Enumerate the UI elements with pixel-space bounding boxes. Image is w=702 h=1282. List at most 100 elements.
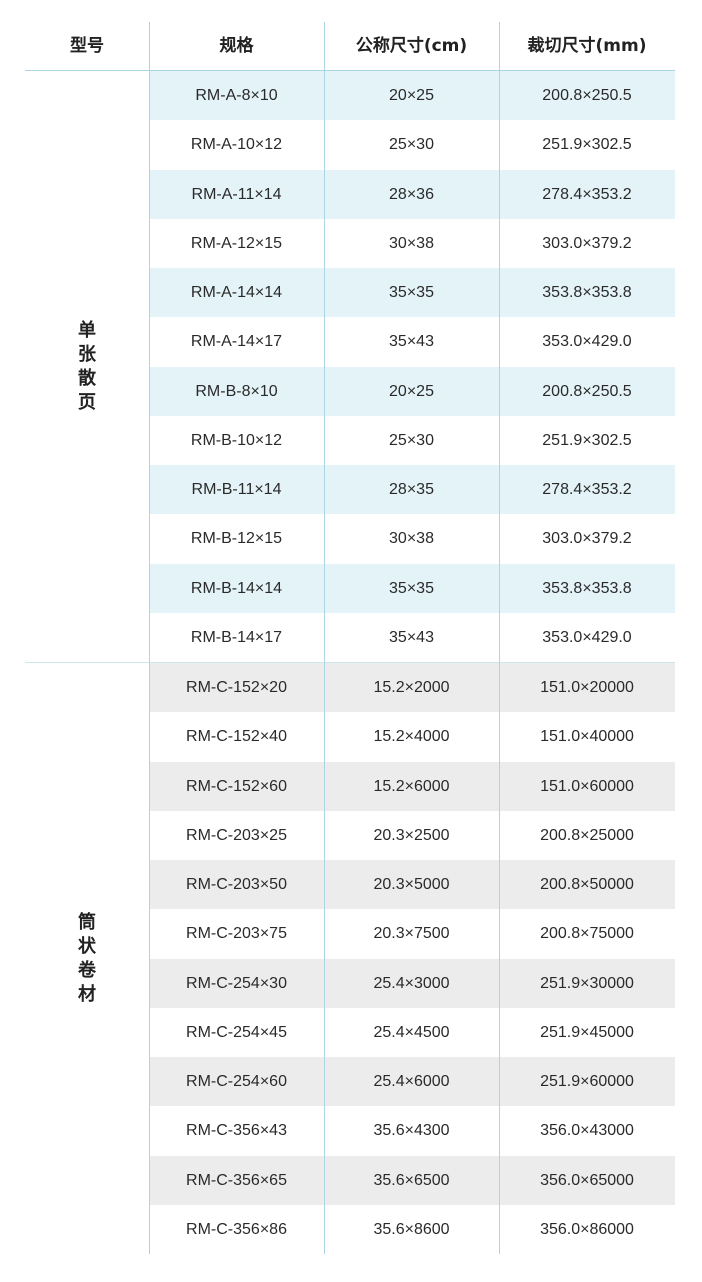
table-row: RM-C-152×40 15.2×4000 151.0×40000: [149, 712, 675, 761]
nominal-size-cell: 28×35: [389, 481, 434, 498]
table-row: RM-B-8×10 20×25 200.8×250.5: [149, 366, 675, 416]
spec-cell: RM-C-356×86: [186, 1220, 287, 1238]
cut-size-cell: 353.8×353.8: [542, 579, 632, 597]
table-row: RM-B-10×12 25×30 251.9×302.5: [149, 416, 675, 465]
spec-cell: RM-C-152×60: [186, 777, 287, 795]
column-divider: [324, 22, 325, 1254]
cut-size-cell: 251.9×45000: [540, 1023, 634, 1041]
table-row: RM-C-152×60 15.2×6000 151.0×60000: [149, 761, 675, 811]
spec-cell: RM-C-203×75: [186, 925, 287, 943]
cut-size-cell: 303.0×379.2: [542, 530, 632, 548]
table-row: RM-C-254×30 25.4×3000 251.9×30000: [149, 958, 675, 1008]
cut-size-cell: 356.0×86000: [540, 1220, 634, 1238]
cut-size-cell: 251.9×30000: [540, 974, 634, 992]
table-row: RM-A-12×15 30×38 303.0×379.2: [149, 219, 675, 268]
group-label-text: 单张散页: [78, 319, 96, 413]
spec-cell: RM-A-12×15: [190, 234, 283, 252]
spec-cell: RM-A-11×14: [191, 185, 282, 203]
table-row: RM-C-254×60 25.4×6000 251.9×60000: [149, 1057, 675, 1107]
spec-cell: RM-C-254×60: [186, 1073, 287, 1090]
spec-cell: RM-A-8×10: [195, 87, 278, 104]
nominal-size-cell: 35×43: [389, 628, 434, 646]
table-row: RM-A-14×14 35×35 353.8×353.8: [149, 268, 675, 318]
table-row: RM-B-11×14 28×35 278.4×353.2: [149, 465, 675, 515]
nominal-size-cell: 28×36: [389, 185, 434, 203]
spec-cell: RM-C-203×50: [186, 876, 287, 893]
spec-cell: RM-B-11×14: [191, 481, 282, 498]
spec-cell: RM-C-152×40: [186, 728, 287, 746]
group-divider: [25, 662, 675, 663]
cut-size-cell: 353.0×429.0: [542, 333, 632, 351]
spec-cell: RM-B-12×15: [190, 530, 283, 548]
cut-size-cell: 200.8×75000: [540, 925, 634, 943]
group-label-single-sheet: 单张散页: [25, 71, 149, 662]
nominal-size-cell: 35.6×4300: [373, 1122, 450, 1140]
nominal-size-cell: 25×30: [389, 136, 434, 154]
cut-size-cell: 151.0×40000: [540, 728, 634, 746]
spec-cell: RM-B-10×12: [190, 431, 283, 449]
nominal-size-cell: 25×30: [389, 431, 434, 449]
group-label-text: 筒状卷材: [78, 911, 96, 1005]
nominal-size-cell: 25.4×4500: [373, 1023, 450, 1041]
nominal-size-cell: 20×25: [389, 87, 434, 104]
spec-cell: RM-C-254×30: [186, 974, 287, 992]
spec-cell: RM-B-8×10: [195, 382, 278, 400]
table-header: 型号 规格 公称尺寸(cm) 裁切尺寸(mm): [25, 22, 675, 71]
cut-size-cell: 278.4×353.2: [542, 185, 632, 203]
cut-size-cell: 151.0×60000: [540, 777, 634, 795]
header-model: 型号: [70, 36, 104, 56]
cut-size-cell: 278.4×353.2: [542, 481, 632, 498]
spec-table: 型号 规格 公称尺寸(cm) 裁切尺寸(mm) 单张散页 RM-A-8×10 20…: [25, 22, 675, 1254]
spec-cell: RM-C-203×25: [186, 826, 287, 844]
header-nominal-size: 公称尺寸(cm): [355, 36, 468, 56]
cut-size-cell: 151.0×20000: [540, 679, 634, 696]
table-row: RM-C-152×20 15.2×2000 151.0×20000: [149, 663, 675, 713]
nominal-size-cell: 35×43: [389, 333, 434, 351]
cut-size-cell: 251.9×302.5: [542, 431, 632, 449]
cut-size-cell: 200.8×50000: [540, 876, 634, 893]
group-label-roll: 筒状卷材: [25, 663, 149, 1254]
cut-size-cell: 200.8×250.5: [542, 382, 632, 400]
header-spec: 规格: [219, 36, 254, 56]
cut-size-cell: 200.8×250.5: [542, 87, 632, 104]
spec-cell: RM-A-14×14: [190, 284, 283, 301]
header-cut-size: 裁切尺寸(mm): [527, 36, 647, 56]
nominal-size-cell: 15.2×4000: [373, 728, 450, 746]
nominal-size-cell: 20.3×5000: [373, 876, 450, 893]
nominal-size-cell: 15.2×6000: [373, 777, 450, 795]
column-divider: [499, 22, 500, 1254]
cut-size-cell: 356.0×65000: [540, 1171, 634, 1189]
cut-size-cell: 251.9×60000: [540, 1073, 634, 1090]
nominal-size-cell: 25.4×6000: [373, 1073, 450, 1090]
nominal-size-cell: 25.4×3000: [373, 974, 450, 992]
table-row: RM-A-11×14 28×36 278.4×353.2: [149, 169, 675, 219]
nominal-size-cell: 30×38: [389, 234, 434, 252]
cut-size-cell: 353.8×353.8: [542, 284, 632, 301]
table-row: RM-C-203×50 20.3×5000 200.8×50000: [149, 860, 675, 910]
cut-size-cell: 200.8×25000: [540, 826, 634, 844]
spec-cell: RM-C-356×43: [186, 1122, 287, 1140]
nominal-size-cell: 35×35: [389, 284, 434, 301]
nominal-size-cell: 15.2×2000: [373, 679, 450, 696]
table-row: RM-C-203×25 20.3×2500 200.8×25000: [149, 811, 675, 860]
nominal-size-cell: 20.3×2500: [373, 826, 450, 844]
nominal-size-cell: 35.6×6500: [373, 1171, 450, 1189]
nominal-size-cell: 35.6×8600: [373, 1220, 450, 1238]
nominal-size-cell: 35×35: [389, 579, 434, 597]
nominal-size-cell: 20×25: [389, 382, 434, 400]
spec-cell: RM-C-152×20: [186, 679, 287, 696]
column-divider: [149, 22, 150, 1254]
cut-size-cell: 251.9×302.5: [542, 136, 632, 154]
cut-size-cell: 303.0×379.2: [542, 234, 632, 252]
